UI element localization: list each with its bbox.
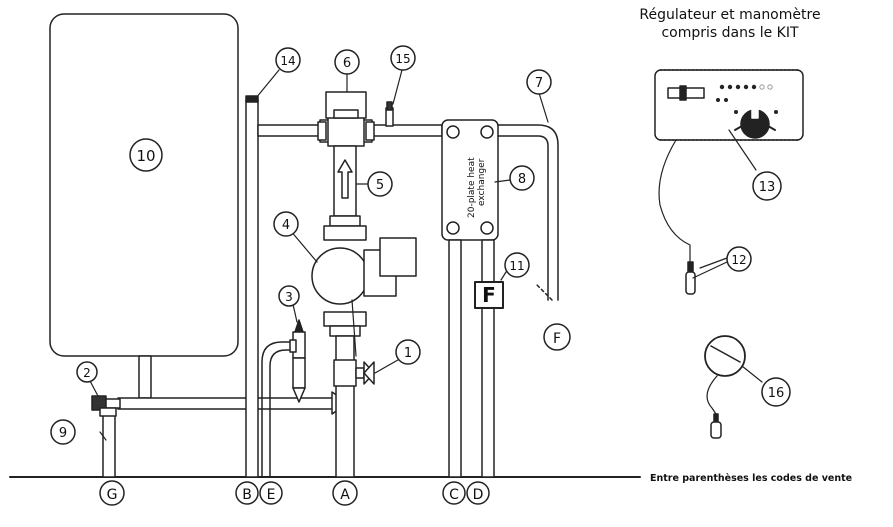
svg-text:10: 10 bbox=[136, 147, 155, 165]
pipe-7 bbox=[497, 124, 559, 301]
svg-text:16: 16 bbox=[768, 386, 785, 401]
svg-text:2: 2 bbox=[83, 366, 91, 380]
pipe-a bbox=[335, 335, 355, 478]
supply-pipe-top bbox=[257, 124, 321, 137]
svg-text:5: 5 bbox=[376, 178, 384, 193]
exchanger-label-line1: 20-plate heat bbox=[467, 157, 477, 218]
callout-3: 3 bbox=[278, 285, 300, 307]
callout-6: 6 bbox=[334, 49, 360, 75]
flow-meter: F bbox=[474, 281, 504, 309]
pipe-7-dashed bbox=[535, 283, 553, 301]
pipe-b bbox=[245, 99, 259, 478]
safety-valve bbox=[289, 319, 306, 403]
temperature-sensor bbox=[385, 101, 394, 127]
pipe-b-cap bbox=[245, 95, 259, 103]
svg-text:7: 7 bbox=[535, 76, 543, 91]
connection-e: E bbox=[259, 481, 283, 505]
svg-text:D: D bbox=[473, 487, 484, 503]
svg-text:B: B bbox=[242, 487, 252, 503]
connection-f: F bbox=[543, 323, 571, 351]
svg-text:A: A bbox=[340, 487, 350, 503]
flow-meter-label: F bbox=[482, 283, 496, 307]
svg-text:6: 6 bbox=[343, 56, 351, 71]
svg-text:1: 1 bbox=[404, 346, 412, 361]
leader-lines bbox=[88, 69, 763, 441]
svg-text:12: 12 bbox=[731, 253, 746, 267]
pipe-c bbox=[448, 239, 462, 478]
pump-upper-coupling bbox=[329, 215, 361, 227]
svg-text:8: 8 bbox=[518, 172, 526, 187]
exchanger-label-line2: exchanger bbox=[477, 158, 487, 206]
flow-arrow bbox=[337, 159, 353, 199]
callout-7: 7 bbox=[526, 69, 552, 95]
pipe-e bbox=[261, 341, 297, 478]
kit-title-line2: compris dans le KIT bbox=[661, 25, 799, 41]
connection-d: D bbox=[466, 481, 490, 505]
svg-text:13: 13 bbox=[759, 180, 776, 195]
callout-16: 16 bbox=[761, 377, 791, 407]
svg-text:9: 9 bbox=[59, 426, 67, 441]
svg-text:G: G bbox=[107, 487, 118, 503]
sensor-probe-tip bbox=[685, 271, 696, 295]
callout-12: 12 bbox=[726, 246, 752, 272]
callout-10: 10 bbox=[129, 138, 163, 172]
callout-11: 11 bbox=[504, 252, 530, 278]
connection-c: C bbox=[442, 481, 466, 505]
callout-9: 9 bbox=[50, 419, 76, 445]
callout-1: 1 bbox=[395, 339, 421, 365]
callout-14: 14 bbox=[275, 47, 301, 73]
kit-title-line1: Régulateur et manomètre bbox=[639, 7, 821, 23]
callout-8: 8 bbox=[509, 165, 535, 191]
callout-13: 13 bbox=[752, 171, 782, 201]
pipe-g bbox=[102, 414, 116, 478]
connection-b: B bbox=[235, 481, 259, 505]
pipe-d-lower bbox=[481, 307, 495, 478]
regulator-unit bbox=[654, 69, 804, 141]
kit-title: Régulateur et manomètre compris dans le … bbox=[600, 6, 860, 42]
connection-g: G bbox=[99, 480, 125, 506]
return-pipe-horizontal bbox=[117, 397, 345, 410]
plate-heat-exchanger: 20-plate heat exchanger bbox=[441, 119, 499, 241]
svg-text:11: 11 bbox=[509, 259, 524, 273]
svg-text:E: E bbox=[267, 487, 276, 503]
callout-2: 2 bbox=[76, 361, 98, 383]
svg-text:F: F bbox=[553, 331, 561, 347]
circulation-pump bbox=[311, 225, 417, 337]
drain-valve bbox=[91, 395, 121, 417]
isolation-valve bbox=[333, 359, 375, 387]
sensor-cable bbox=[658, 139, 691, 263]
svg-text:14: 14 bbox=[280, 54, 295, 68]
svg-text:4: 4 bbox=[282, 218, 290, 233]
callout-5: 5 bbox=[367, 171, 393, 197]
tank-outlet-stub bbox=[138, 355, 152, 399]
manometer bbox=[704, 335, 746, 439]
supply-pipe-to-exchanger bbox=[371, 124, 443, 137]
callout-15: 15 bbox=[390, 45, 416, 71]
svg-text:15: 15 bbox=[395, 52, 410, 66]
connection-a: A bbox=[332, 480, 358, 506]
sensor-probe bbox=[687, 261, 694, 273]
footer-note: Entre parenthèses les codes de vente bbox=[650, 473, 853, 484]
svg-text:C: C bbox=[449, 487, 459, 503]
callout-4: 4 bbox=[273, 211, 299, 237]
three-way-valve bbox=[317, 91, 375, 147]
pipe-d-upper bbox=[481, 239, 495, 283]
storage-tank bbox=[49, 13, 239, 357]
svg-text:3: 3 bbox=[285, 290, 293, 304]
